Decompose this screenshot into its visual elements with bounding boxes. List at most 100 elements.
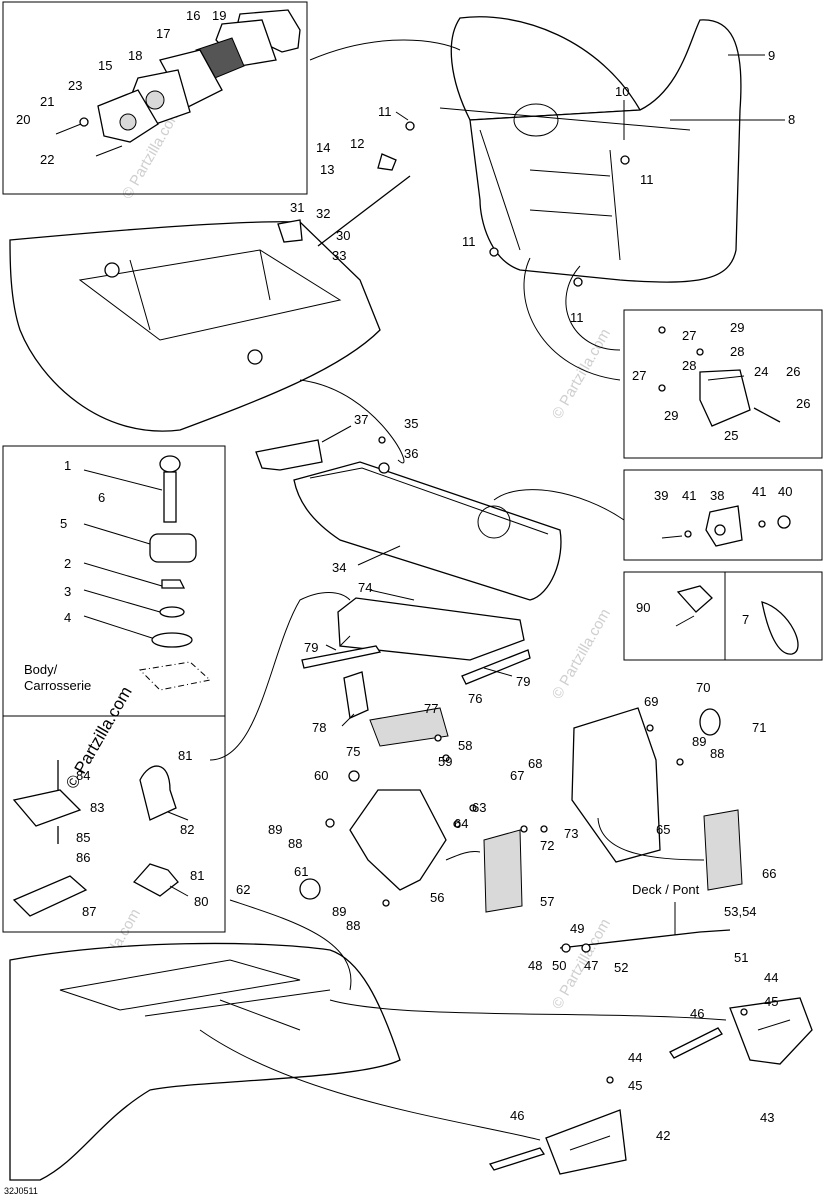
callout-88: 89 — [268, 822, 282, 837]
bumper-parts — [138, 455, 212, 691]
callout-76: 77 — [424, 701, 438, 716]
callout-8: 8 — [788, 112, 795, 127]
callout-23: 23 — [68, 78, 82, 93]
callout-82: 83 — [90, 800, 104, 815]
callout-68: 69 — [644, 694, 658, 709]
callout-36: 36 — [404, 446, 418, 461]
callout-13: 13 — [320, 162, 334, 177]
hull-lower — [9, 942, 401, 1181]
callout-57: 58 — [458, 738, 472, 753]
latch-parts — [661, 505, 791, 547]
callout-33: 33 — [332, 248, 346, 263]
callout-16: 16 — [186, 8, 200, 23]
callout-58: 59 — [438, 754, 452, 769]
callout-42: 42 — [656, 1128, 670, 1143]
callout-12: 12 — [350, 136, 364, 151]
callout-89: 90 — [636, 600, 650, 615]
watermark-text: © Partzilla.com — [549, 326, 614, 422]
callout-59: 60 — [314, 768, 328, 783]
callout-74: 75 — [346, 744, 360, 759]
callout-1: 1 — [64, 458, 71, 473]
callout-27: 27 — [632, 368, 646, 383]
callout-38: 38 — [710, 488, 724, 503]
seat-backrest — [439, 16, 742, 283]
callout-87: 88 — [288, 836, 302, 851]
callout-19: 19 — [212, 8, 226, 23]
callout-56: 57 — [540, 894, 554, 909]
callout-88: 89 — [692, 734, 706, 749]
callout-6: 6 — [98, 490, 105, 505]
storage-tray — [255, 439, 562, 601]
callout-80: 81 — [190, 868, 204, 883]
callout-49: 49 — [570, 921, 584, 936]
callout-29: 29 — [730, 320, 744, 335]
callout-87: 88 — [346, 918, 360, 933]
callout-61: 62 — [236, 882, 250, 897]
callout-15: 15 — [98, 58, 112, 73]
callout-70: 71 — [752, 720, 766, 735]
storage-cover — [299, 597, 743, 913]
callout-47: 47 — [584, 958, 598, 973]
callout-46: 46 — [510, 1108, 524, 1123]
callout-32: 32 — [316, 206, 330, 221]
callout-18: 18 — [128, 48, 142, 63]
callout-41: 41 — [752, 484, 766, 499]
callout-14: 14 — [316, 140, 330, 155]
callout-34: 34 — [332, 560, 346, 575]
callout-72: 73 — [564, 826, 578, 841]
callout-86: 87 — [82, 904, 96, 919]
callout-20: 20 — [16, 112, 30, 127]
callout-17: 17 — [156, 26, 170, 41]
hull-upper — [9, 221, 381, 432]
callout-46: 46 — [690, 1006, 704, 1021]
inset-box-latch — [623, 469, 823, 561]
inset-box-hinge — [2, 1, 308, 195]
callout-83: 84 — [76, 768, 90, 783]
callout-29: 29 — [664, 408, 678, 423]
callout-79: 80 — [194, 894, 208, 909]
callout-66: 67 — [510, 768, 524, 783]
support-rod — [277, 153, 411, 247]
label-deck-pont: Deck / Pont — [632, 882, 700, 897]
callout-31: 31 — [290, 200, 304, 215]
callout-11: 11 — [640, 172, 654, 187]
clamp-parts — [675, 585, 799, 655]
callout-24: 24 — [754, 364, 768, 379]
callout-60: 61 — [294, 864, 308, 879]
callout-78: 79 — [304, 640, 318, 655]
callout-39: 39 — [654, 488, 668, 503]
callout-26: 26 — [796, 396, 810, 411]
callout-85: 86 — [76, 850, 90, 865]
callout-77: 78 — [312, 720, 326, 735]
inset-box-storage-parts — [2, 715, 226, 933]
callout-81: 82 — [180, 822, 194, 837]
inset-box-clamps — [623, 571, 823, 661]
callout-11: 11 — [378, 104, 392, 119]
callout-30: 30 — [336, 228, 350, 243]
callout-labels: 16 19 17 18 15 23 21 20 22 9 10 8 11 11 … — [4, 8, 810, 1196]
watermark-text: © Partzilla.com — [549, 606, 614, 702]
callout-10: 10 — [615, 84, 629, 99]
callout-21: 21 — [40, 94, 54, 109]
hardware-markers — [325, 121, 748, 1084]
callout-63: 64 — [454, 816, 468, 831]
callout-11: 11 — [462, 234, 476, 249]
callout-50: 50 — [552, 958, 566, 973]
connector-lines — [199, 39, 727, 1141]
callout-80: 81 — [178, 748, 192, 763]
label-carrosserie: Carrosserie — [24, 678, 91, 693]
callout-88: 89 — [332, 904, 346, 919]
callout-73: 74 — [358, 580, 372, 595]
callout-69: 70 — [696, 680, 710, 695]
callout-87: 88 — [710, 746, 724, 761]
callout-35: 35 — [404, 416, 418, 431]
hinge-assembly — [55, 9, 301, 157]
bracket-parts — [699, 369, 781, 427]
callout-7: 7 — [742, 612, 749, 627]
callout-2: 2 — [64, 556, 71, 571]
leader-lines — [83, 54, 785, 897]
callout-4: 4 — [64, 610, 71, 625]
callout-51: 51 — [734, 950, 748, 965]
callout-55: 56 — [430, 890, 444, 905]
deck-cable — [559, 902, 731, 953]
